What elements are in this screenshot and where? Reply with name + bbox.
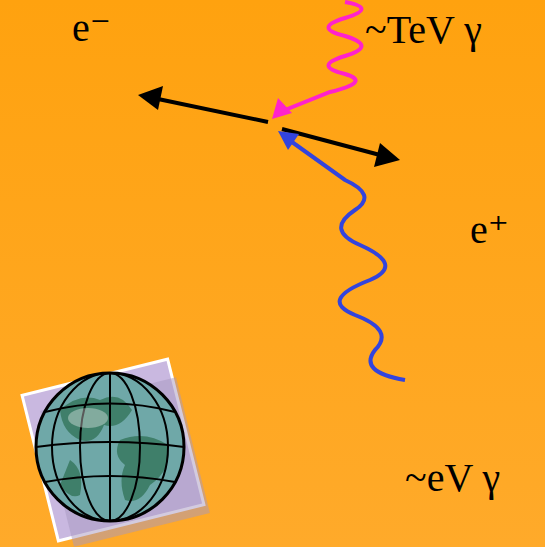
label-holder: ~TeV γ — [365, 8, 482, 52]
positron-label: e⁺ — [470, 207, 509, 252]
ev-photon-wave — [278, 131, 405, 380]
tev-photon-wave — [272, 2, 362, 119]
electron-label: e⁻ — [72, 5, 111, 50]
label-holder: e⁺ — [470, 208, 509, 252]
tev-photon-label: ~TeV γ — [365, 7, 482, 52]
label-holder: ~eV γ — [405, 456, 500, 500]
electron-arrow — [138, 86, 268, 122]
earth-globe-icon — [22, 359, 210, 547]
ev-photon-label: ~eV γ — [405, 455, 500, 500]
label-holder: e⁻ — [72, 6, 111, 50]
